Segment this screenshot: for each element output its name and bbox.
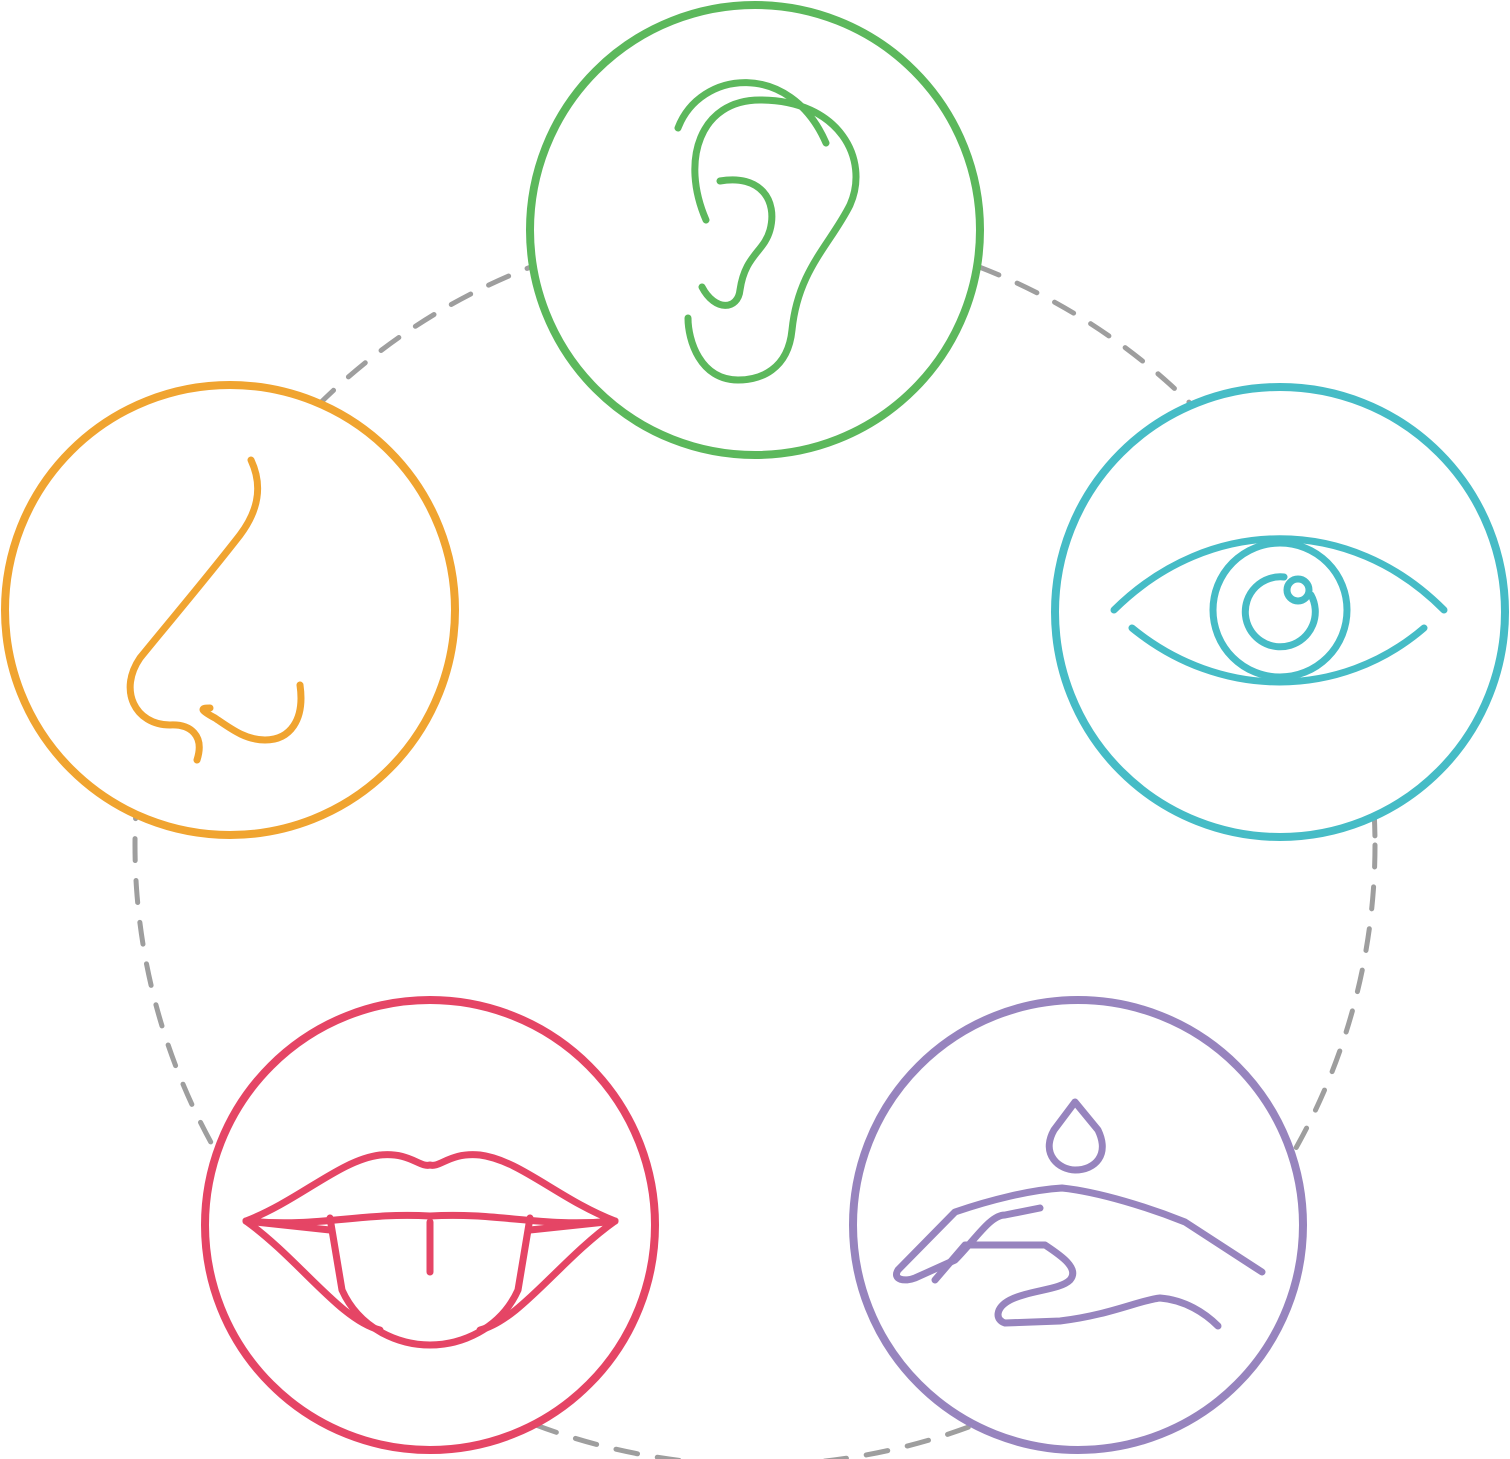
mouth-icon [242,1151,619,1349]
node-ring-touch [849,996,1307,1454]
eye-icon [1110,535,1448,686]
nose-icon [126,456,305,764]
hand-icon [893,1098,1266,1330]
node-ring-hearing [526,1,984,459]
node-ring-sight [1051,383,1509,841]
sense-node-sight [1051,383,1509,841]
sense-node-hearing [526,1,984,459]
sense-node-smell [1,381,459,839]
sense-node-taste [201,996,659,1454]
sense-node-touch [849,996,1307,1454]
node-ring-smell [1,381,459,839]
ear-icon [674,79,860,384]
